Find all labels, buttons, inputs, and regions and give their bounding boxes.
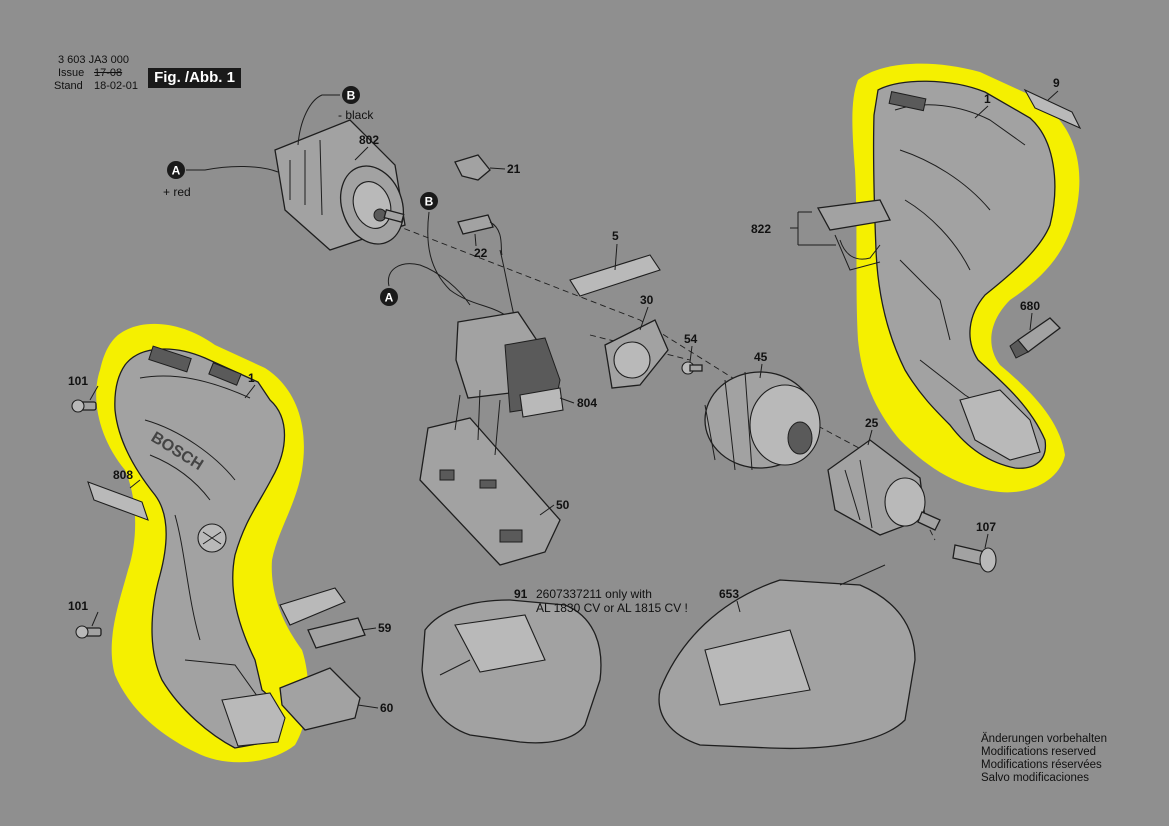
label-91: 91: [514, 587, 528, 601]
label-1-right: 1: [984, 92, 991, 106]
left-housing-half: BOSCH: [114, 345, 286, 749]
connector-b-top: B: [342, 86, 360, 104]
switch-slide-822: [816, 199, 891, 271]
footer-line-fr: Modifications réservées: [981, 759, 1102, 771]
label-59: 59: [378, 621, 392, 635]
screw-101-bottom: [75, 625, 102, 639]
battery-91: [421, 599, 602, 744]
switch-wires: [387, 211, 516, 321]
label-5: 5: [612, 229, 619, 243]
wire-black: [297, 94, 340, 146]
connector-a-left: A: [167, 161, 185, 179]
part-22: [457, 214, 503, 256]
screwdriver-bit-680: [1009, 317, 1061, 359]
figure-label: Fig. /Abb. 1: [148, 68, 241, 88]
label-680: 680: [1020, 299, 1040, 313]
label-822: 822: [751, 222, 771, 236]
label-45: 45: [754, 350, 768, 364]
label-808: 808: [113, 468, 133, 482]
issue-label: Issue: [58, 67, 85, 79]
screw-54: [681, 361, 703, 375]
document-number: 3 603 JA3 000: [58, 54, 129, 66]
issue-value: 17-08: [94, 67, 123, 79]
footer-line-de: Änderungen vorbehalten: [981, 733, 1107, 745]
battery-note-line2: AL 1830 CV or AL 1815 CV !: [536, 601, 688, 615]
chuck-25: [827, 439, 941, 536]
leader-822: [790, 211, 836, 246]
label-1-left: 1: [248, 371, 255, 385]
black-wire-note: - black: [338, 108, 374, 122]
screw-107: [952, 544, 997, 573]
svg-text:A: A: [385, 291, 394, 305]
direction-button-5: [569, 254, 661, 297]
leader-lines: [89, 90, 1059, 709]
battery-note-line1: 2607337211 only with: [536, 587, 652, 601]
label-802: 802: [359, 133, 379, 147]
right-housing-half: [872, 80, 1056, 469]
footer-line-es: Salvo modificaciones: [981, 772, 1090, 784]
red-wire-note: + red: [163, 185, 191, 199]
label-54: 54: [684, 332, 698, 346]
label-653: 653: [719, 587, 739, 601]
label-9: 9: [1053, 76, 1060, 90]
label-804: 804: [577, 396, 597, 410]
label-22: 22: [474, 246, 488, 260]
gearbox-45: [704, 371, 821, 471]
label-plate-808: [87, 481, 149, 521]
label-25: 25: [865, 416, 879, 430]
clip-59: [279, 587, 366, 649]
label-101-top: 101: [68, 374, 88, 388]
stand-value: 18-02-01: [94, 80, 139, 92]
modifications-footer: Änderungen vorbehalten Modifications res…: [981, 733, 1107, 785]
label-30: 30: [640, 293, 654, 307]
label-21: 21: [507, 162, 521, 176]
label-107: 107: [976, 520, 996, 534]
part-21: [454, 154, 491, 181]
stand-label: Stand: [54, 80, 83, 92]
svg-text:B: B: [347, 89, 356, 103]
connector-a-mid: A: [380, 288, 398, 306]
charger-653: [658, 564, 916, 750]
screw-101-top: [71, 399, 97, 413]
footer-line-en: Modifications reserved: [981, 746, 1097, 758]
clip-60: [279, 667, 361, 731]
circuit-board-50: [419, 389, 561, 566]
ring-30: [604, 319, 669, 389]
label-50: 50: [556, 498, 570, 512]
label-plate-9: [1023, 88, 1082, 130]
wire-red: [186, 165, 279, 173]
label-60: 60: [380, 701, 394, 715]
svg-text:B: B: [425, 195, 434, 209]
connector-b-mid: B: [420, 192, 438, 210]
motor-802: [274, 119, 406, 251]
svg-text:A: A: [172, 164, 181, 178]
switch-module-804: [455, 311, 564, 418]
label-101-bottom: 101: [68, 599, 88, 613]
